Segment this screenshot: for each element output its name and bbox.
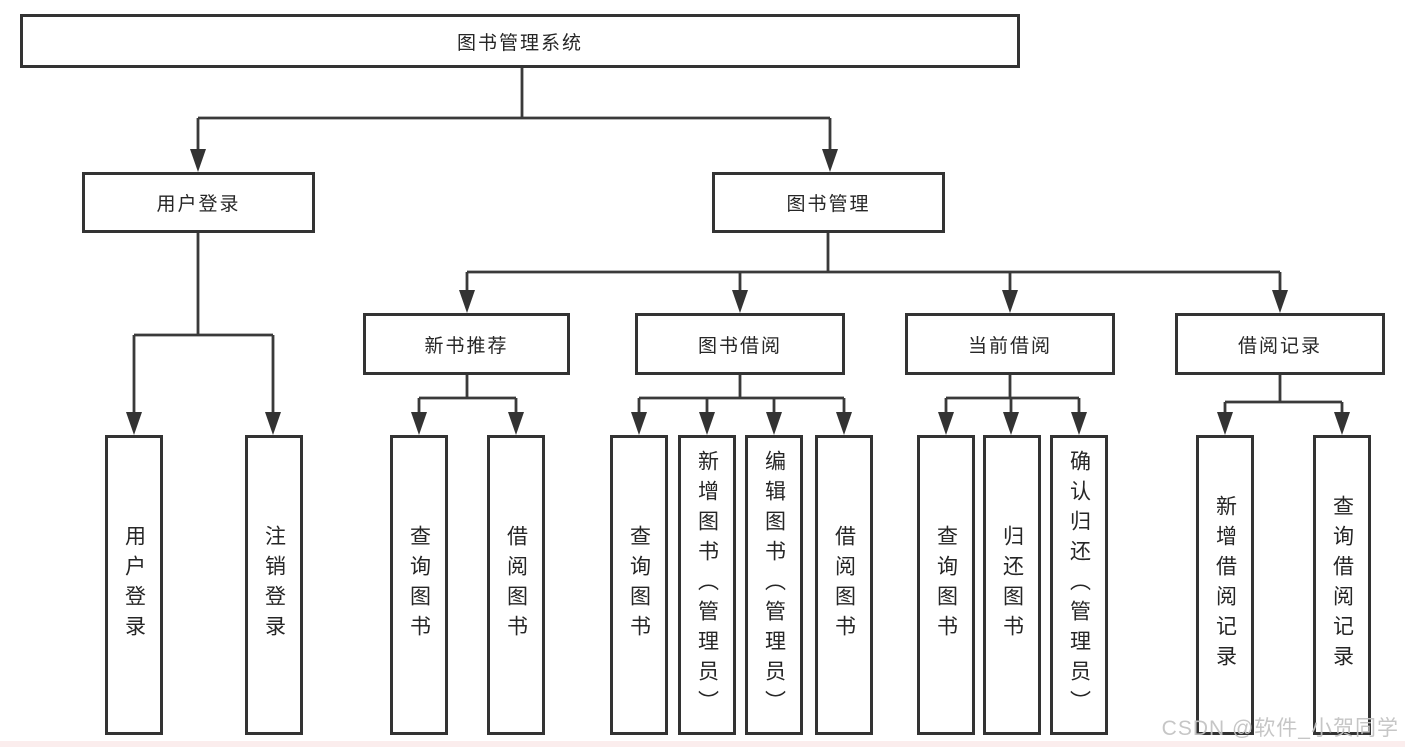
leaf-add-book-admin: 新增图书（管理员） [678, 435, 736, 735]
leaf-label: 查询图书 [627, 525, 651, 645]
leaf-label: 用户登录 [122, 525, 146, 645]
leaf-label: 借阅图书 [832, 525, 856, 645]
node-book-management: 图书管理 [712, 172, 945, 233]
leaf-logout: 注销登录 [245, 435, 303, 735]
leaf-user-login: 用户登录 [105, 435, 163, 735]
node-new-book-recommend: 新书推荐 [363, 313, 570, 375]
leaf-return-books: 归还图书 [983, 435, 1041, 735]
leaf-label: 编辑图书（管理员） [762, 450, 786, 720]
node-borrowing-records: 借阅记录 [1175, 313, 1385, 375]
leaf-label: 归还图书 [1000, 525, 1024, 645]
leaf-borrow-books-recommend: 借阅图书 [487, 435, 545, 735]
node-book-borrowing: 图书借阅 [635, 313, 845, 375]
leaf-borrow-books-borrowing: 借阅图书 [815, 435, 873, 735]
csdn-watermark: CSDN @软件_小贺同学 [1161, 717, 1399, 740]
node-library-management-system: 图书管理系统 [20, 14, 1020, 68]
leaf-label: 借阅图书 [504, 525, 528, 645]
leaf-query-borrow-record: 查询借阅记录 [1313, 435, 1371, 735]
node-user-login: 用户登录 [82, 172, 315, 233]
bottom-edge-tint [0, 741, 1405, 747]
leaf-label: 注销登录 [262, 525, 286, 645]
node-current-borrowing: 当前借阅 [905, 313, 1115, 375]
leaf-query-books-borrowing: 查询图书 [610, 435, 668, 735]
leaf-label: 查询图书 [934, 525, 958, 645]
leaf-label: 查询借阅记录 [1330, 495, 1354, 675]
leaf-edit-book-admin: 编辑图书（管理员） [745, 435, 803, 735]
leaf-query-books-current: 查询图书 [917, 435, 975, 735]
leaf-label: 新增图书（管理员） [695, 450, 719, 720]
leaf-confirm-return-admin: 确认归还（管理员） [1050, 435, 1108, 735]
leaf-label: 查询图书 [407, 525, 431, 645]
leaf-label: 新增借阅记录 [1213, 495, 1237, 675]
leaf-label: 确认归还（管理员） [1067, 450, 1091, 720]
leaf-query-books-recommend: 查询图书 [390, 435, 448, 735]
leaf-add-borrow-record: 新增借阅记录 [1196, 435, 1254, 735]
